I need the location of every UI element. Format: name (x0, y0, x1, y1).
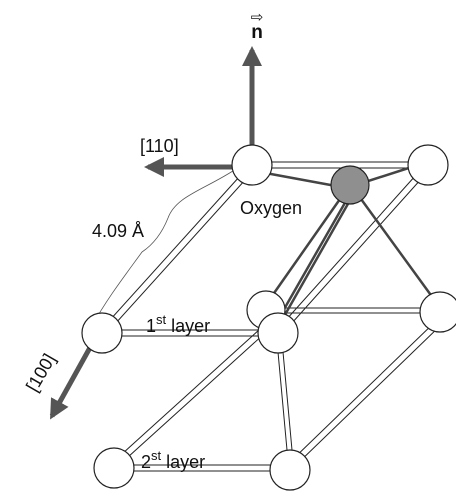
edge-bottom-vertical (277, 351, 293, 451)
lattice-edges (99, 161, 443, 472)
edge-top-right (276, 164, 432, 334)
edge-bottom-right-diag (288, 319, 443, 468)
atom-layer2-right (269, 449, 311, 491)
edge-bottom-left-diag (111, 319, 276, 468)
oxygen-bonds (258, 163, 435, 322)
normal-arrow-symbol: ⇨ (251, 9, 264, 26)
edge-mid-back (268, 307, 438, 314)
layer2-word: layer (166, 452, 205, 472)
layer2-suffix: st (151, 448, 162, 463)
bond-down-2a (280, 200, 351, 322)
arrow-100 (49, 342, 95, 420)
distance-value: 4.09 (92, 221, 127, 241)
bond-down-right (359, 197, 435, 300)
bond-top-left (258, 170, 338, 188)
distance-bracket (91, 168, 237, 327)
oxygen-atom (330, 165, 370, 205)
edge-top-back (252, 161, 428, 169)
layer2-ordinal: 2 (141, 452, 151, 472)
atom-layer1-left (81, 312, 123, 354)
bond-down-1a (270, 197, 342, 298)
direction-100-label: [100] (22, 350, 59, 395)
atom-layer1-center (257, 312, 299, 354)
edge-top-left (99, 165, 256, 335)
axis-arrows (49, 46, 262, 420)
atom-top-origin (231, 144, 273, 186)
direction-110-label: [110] (140, 136, 179, 156)
atoms (81, 144, 456, 491)
atom-layer2-left (93, 447, 135, 489)
layer1-ordinal: 1 (146, 316, 156, 336)
layer1-suffix: st (156, 312, 167, 327)
layer1-word: layer (171, 316, 210, 336)
normal-vector-label: n (251, 22, 263, 43)
distance-unit: Å (132, 221, 144, 241)
bond-down-1b (277, 199, 348, 320)
atom-top-back-right (407, 144, 449, 186)
oxygen-label: Oxygen (240, 198, 302, 218)
edge-top-front (100, 329, 275, 337)
atom-layer1-right (419, 291, 456, 333)
edge-bottom-front (112, 464, 290, 472)
